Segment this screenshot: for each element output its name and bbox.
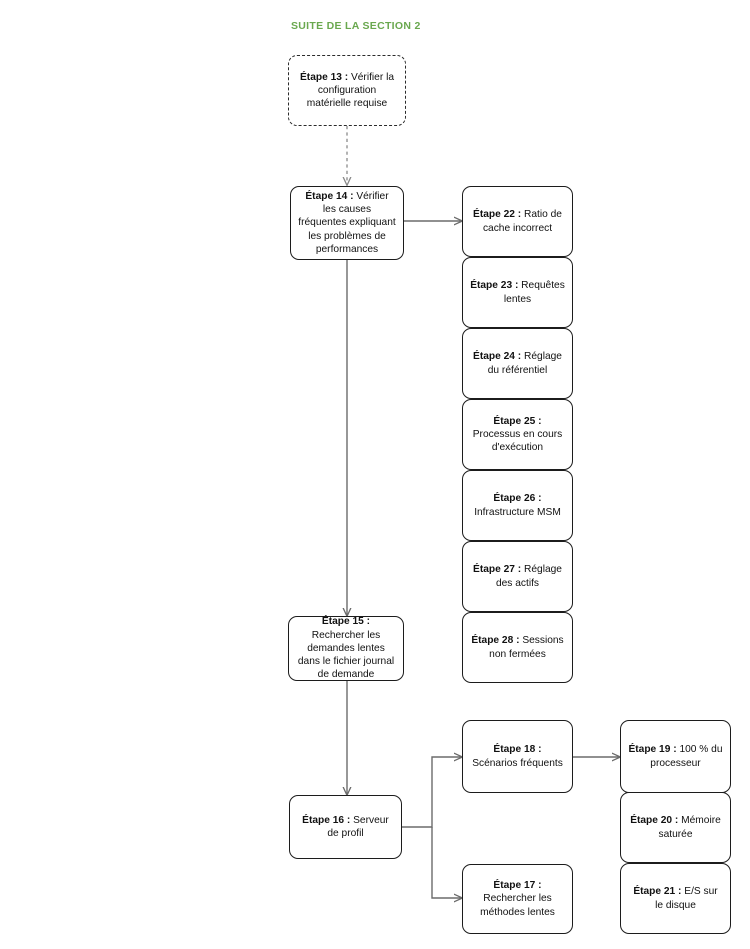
node-etape27[interactable]: Étape 27 : Réglage des actifs bbox=[462, 541, 573, 612]
node-etape22-label-rest: Ratio de cache incorrect bbox=[482, 209, 562, 234]
node-etape21-label: Étape 21 : E/S sur le disque bbox=[628, 885, 723, 912]
node-etape21-label-bold: Étape 21 : bbox=[633, 886, 685, 898]
node-etape25[interactable]: Étape 25 : Processus en cours d'exécutio… bbox=[462, 399, 573, 470]
node-etape16-label: Étape 16 : Serveur de profil bbox=[297, 814, 394, 841]
node-etape28-label-rest: Sessions non fermées bbox=[489, 635, 564, 660]
node-etape25-label-bold: Étape 25 : bbox=[493, 415, 542, 427]
node-etape15-label-bold: Étape 15 : bbox=[321, 616, 371, 628]
node-etape23[interactable]: Étape 23 : Requêtes lentes bbox=[462, 257, 573, 328]
section-title: SUITE DE LA SECTION 2 bbox=[291, 20, 421, 32]
node-etape14[interactable]: Étape 14 : Vérifier les causes fréquente… bbox=[290, 186, 404, 260]
node-etape27-label-rest: Réglage des actifs bbox=[495, 564, 562, 589]
node-etape15[interactable]: Étape 15 : Rechercher les demandes lente… bbox=[288, 616, 404, 681]
node-etape17-label: Étape 17 : Rechercher les méthodes lente… bbox=[470, 879, 565, 919]
node-etape15-label: Étape 15 : Rechercher les demandes lente… bbox=[296, 615, 396, 681]
node-etape19[interactable]: Étape 19 : 100 % du processeur bbox=[620, 720, 731, 793]
node-etape20-label-rest: Mémoire saturée bbox=[658, 815, 721, 840]
node-etape14-label: Étape 14 : Vérifier les causes fréquente… bbox=[298, 190, 396, 256]
node-etape15-label-rest: Rechercher les demandes lentes dans le f… bbox=[297, 629, 395, 681]
node-etape19-label-bold: Étape 19 : bbox=[628, 744, 680, 756]
node-etape26-label-rest: Infrastructure MSM bbox=[474, 506, 561, 518]
node-etape14-label-rest: Vérifier les causes fréquentes expliquan… bbox=[298, 190, 396, 255]
node-etape13-label: Étape 13 : Vérifier la configuration mat… bbox=[296, 71, 398, 111]
node-etape18[interactable]: Étape 18 : Scénarios fréquents bbox=[462, 720, 573, 793]
node-etape21-label-rest: E/S sur le disque bbox=[655, 886, 718, 911]
node-etape25-label-rest: Processus en cours d'exécution bbox=[472, 428, 563, 454]
node-etape24-label: Étape 24 : Réglage du référentiel bbox=[470, 350, 565, 377]
node-etape17-label-bold: Étape 17 : bbox=[493, 880, 542, 892]
connector-etape16-to-etape17 bbox=[431, 827, 462, 898]
node-etape22[interactable]: Étape 22 : Ratio de cache incorrect bbox=[462, 186, 573, 257]
node-etape21[interactable]: Étape 21 : E/S sur le disque bbox=[620, 863, 731, 934]
node-etape13-label-rest: Vérifier la configuration matérielle req… bbox=[306, 71, 394, 110]
node-etape16[interactable]: Étape 16 : Serveur de profil bbox=[289, 795, 402, 859]
node-etape23-label-bold: Étape 23 : bbox=[470, 280, 522, 292]
node-etape18-label-bold: Étape 18 : bbox=[493, 744, 542, 756]
node-etape26-label-bold: Étape 26 : bbox=[493, 493, 542, 505]
node-etape28[interactable]: Étape 28 : Sessions non fermées bbox=[462, 612, 573, 683]
node-etape24-label-rest: Réglage du référentiel bbox=[487, 351, 562, 376]
node-etape16-label-bold: Étape 16 : bbox=[302, 814, 354, 826]
node-etape25-label: Étape 25 : Processus en cours d'exécutio… bbox=[470, 415, 565, 455]
node-etape24-label-bold: Étape 24 : bbox=[473, 351, 524, 363]
node-etape23-label-rest: Requêtes lentes bbox=[503, 280, 565, 305]
node-etape20-label-bold: Étape 20 : bbox=[630, 815, 682, 827]
node-etape26[interactable]: Étape 26 : Infrastructure MSM bbox=[462, 470, 573, 541]
node-etape18-label-rest: Scénarios fréquents bbox=[472, 757, 563, 769]
node-etape22-label-bold: Étape 22 : bbox=[473, 209, 524, 221]
node-etape19-label-rest: 100 % du processeur bbox=[650, 744, 723, 769]
node-etape28-label: Étape 28 : Sessions non fermées bbox=[470, 634, 565, 661]
node-etape27-label-bold: Étape 27 : bbox=[473, 564, 524, 576]
node-etape20-label: Étape 20 : Mémoire saturée bbox=[628, 814, 723, 841]
node-etape14-label-bold: Étape 14 : bbox=[305, 190, 357, 202]
node-etape22-label: Étape 22 : Ratio de cache incorrect bbox=[470, 208, 565, 235]
node-etape18-label: Étape 18 : Scénarios fréquents bbox=[470, 743, 565, 770]
node-etape27-label: Étape 27 : Réglage des actifs bbox=[470, 563, 565, 590]
node-etape24[interactable]: Étape 24 : Réglage du référentiel bbox=[462, 328, 573, 399]
node-etape13[interactable]: Étape 13 : Vérifier la configuration mat… bbox=[288, 55, 406, 126]
node-etape17[interactable]: Étape 17 : Rechercher les méthodes lente… bbox=[462, 864, 573, 934]
node-etape17-label-rest: Rechercher les méthodes lentes bbox=[480, 893, 555, 918]
connector-etape16-to-etape18 bbox=[402, 757, 462, 828]
node-etape23-label: Étape 23 : Requêtes lentes bbox=[470, 279, 565, 306]
node-etape16-label-rest: Serveur de profil bbox=[327, 814, 389, 839]
node-etape20[interactable]: Étape 20 : Mémoire saturée bbox=[620, 792, 731, 863]
node-etape13-label-bold: Étape 13 : bbox=[300, 71, 351, 83]
node-etape28-label-bold: Étape 28 : bbox=[471, 635, 523, 647]
node-etape26-label: Étape 26 : Infrastructure MSM bbox=[470, 492, 565, 519]
node-etape19-label: Étape 19 : 100 % du processeur bbox=[628, 743, 723, 770]
